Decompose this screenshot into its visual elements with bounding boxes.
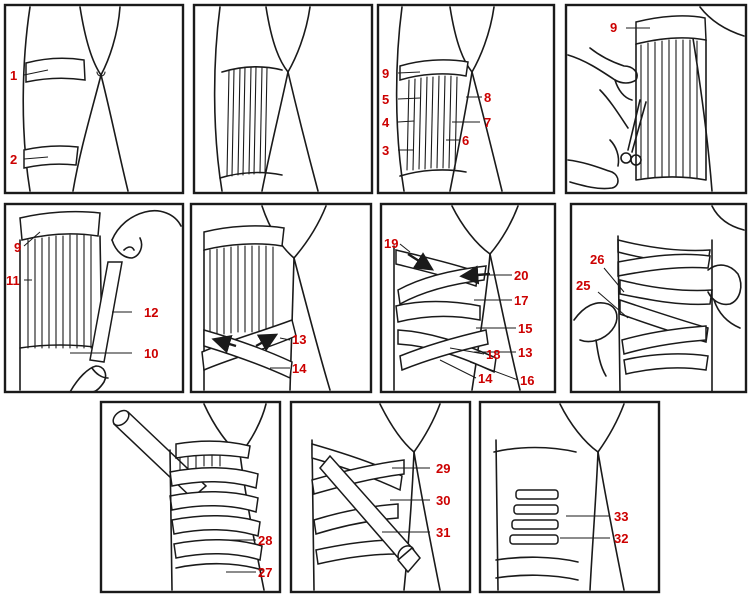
panel-1-label-2-leader [23, 156, 49, 160]
panel-10: 29 30 31 [289, 400, 472, 594]
panel-7-label-14: 14 [478, 371, 493, 386]
panel-10-label-31: 31 [436, 525, 450, 540]
panel-7-label-18: 18 [486, 347, 500, 362]
panel-3: 9 8 5 7 4 6 3 [376, 3, 556, 195]
panel-5-label-9: 9 [14, 240, 21, 255]
panel-5: 9 11 12 10 [3, 202, 185, 394]
panel-8-label-26: 26 [590, 252, 604, 267]
panel-7: 19 20 17 15 18 13 14 16 [379, 202, 557, 394]
panel-11: 33 32 [478, 400, 661, 594]
panel-7-label-19: 19 [384, 236, 398, 251]
panel-6-label-13: 13 [292, 332, 306, 347]
panel-5-label-10: 10 [144, 346, 158, 361]
panel-7-label-20: 20 [514, 268, 528, 283]
panel-1-label-1-leader [23, 69, 49, 76]
panel-1-label-1: 1 [10, 68, 17, 83]
panel-3-label-9: 9 [382, 66, 389, 81]
panel-3-label-4: 4 [382, 115, 390, 130]
panel-10-label-29: 29 [436, 461, 450, 476]
panel-9-label-28: 28 [258, 533, 272, 548]
panel-3-label-3: 3 [382, 143, 389, 158]
panel-1-label-2: 2 [10, 152, 17, 167]
panel-6: 13 14 [189, 202, 373, 394]
panel-2 [192, 3, 374, 195]
panel-3-label-5: 5 [382, 92, 389, 107]
panel-6-label-14: 14 [292, 361, 307, 376]
panel-7-label-16: 16 [520, 373, 534, 388]
panel-5-label-11: 11 [6, 273, 20, 288]
panel-8: 26 25 [569, 202, 748, 394]
panel-11-label-33: 33 [614, 509, 628, 524]
panel-9-label-27: 27 [258, 565, 272, 580]
panel-4-label-9: 9 [610, 20, 617, 35]
panel-8-label-25: 25 [576, 278, 590, 293]
panel-3-label-8: 8 [484, 90, 491, 105]
panel-9: 28 27 [99, 400, 282, 594]
panel-11-label-32: 32 [614, 531, 628, 546]
panel-7-label-17: 17 [514, 293, 528, 308]
panel-4: 9 [564, 3, 748, 195]
panel-3-label-7: 7 [484, 115, 491, 130]
panel-7-label-13: 13 [518, 345, 532, 360]
panel-10-label-30: 30 [436, 493, 450, 508]
panel-3-label-6: 6 [462, 133, 469, 148]
panel-1: 1 2 [3, 3, 185, 195]
panel-7-label-15: 15 [518, 321, 532, 336]
panel-5-label-12: 12 [144, 305, 158, 320]
